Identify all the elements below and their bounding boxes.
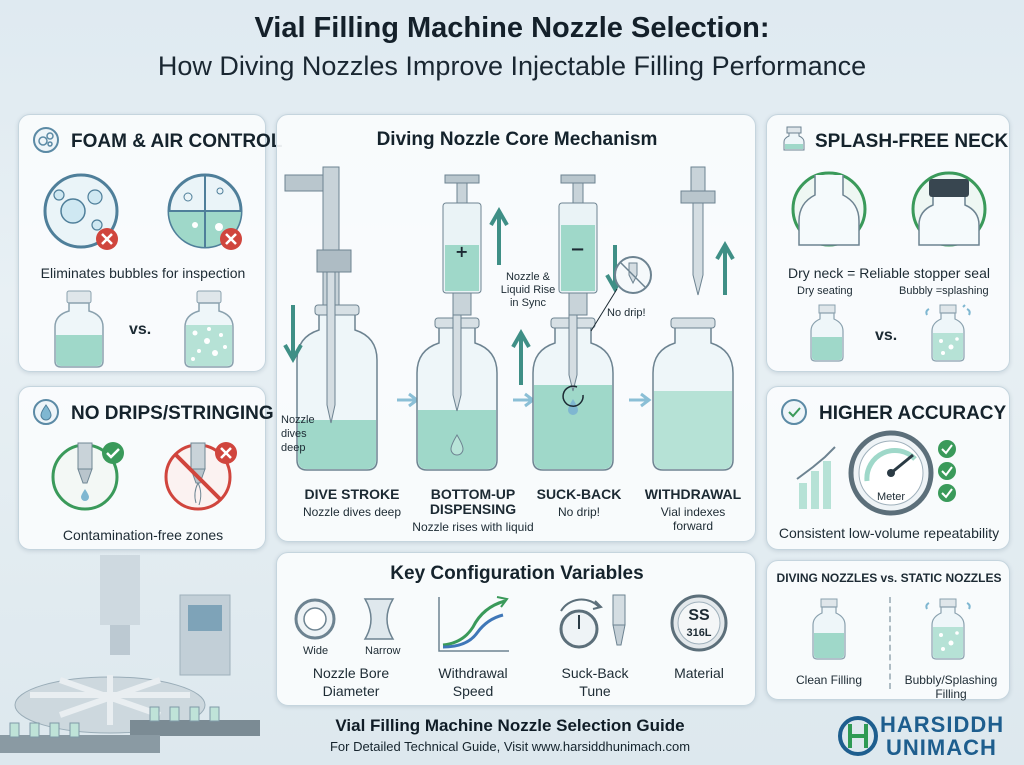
- bore-label-1: Nozzle Bore: [312, 665, 390, 681]
- config-variables-panel: Key Configuration Variables Wide Narrow …: [276, 552, 756, 706]
- logo-text-harsiddh: HARSIDDH: [880, 712, 1005, 737]
- bubbly-fill-vial-icon: [925, 598, 971, 660]
- stage-dive-sub: Nozzle dives deep: [302, 505, 402, 519]
- suckback-label-2: Tune: [579, 683, 611, 699]
- stage-dive-title: DIVE STROKE: [304, 486, 400, 502]
- withdrawal-label-2: Speed: [452, 683, 494, 699]
- bubbly-filling-label-1: Bubbly/Splashing: [904, 673, 998, 687]
- meter-label: Meter: [876, 491, 906, 503]
- splash-free-panel: SPLASH-FREE NECK Dry neck = Reliable sto…: [766, 114, 1010, 372]
- no-drip-note: No drip!: [607, 307, 646, 319]
- clear-vial-icon: [54, 290, 104, 368]
- mechanism-title: Diving Nozzle Core Mechanism: [376, 129, 658, 150]
- higher-accuracy-panel: HIGHER ACCURACY Meter Consistent low-vol…: [766, 386, 1010, 550]
- splash-vs-label: vs.: [875, 327, 898, 344]
- stage-suckback-title: SUCK-BACK: [536, 486, 622, 502]
- dry-seating-label: Dry seating: [797, 285, 853, 297]
- harsiddh-logo-icon: [838, 716, 878, 756]
- bubbly-vial-icon: [184, 290, 234, 368]
- drips-panel-title: NO DRIPS/STRINGING: [71, 403, 274, 424]
- ss-316l-badge: [670, 594, 728, 652]
- diving-vs-static-panel: DIVING NOZZLES vs. STATIC NOZZLES Clean …: [766, 560, 1010, 701]
- svg-text:−: −: [570, 239, 585, 260]
- bubbly-splashing-label: Bubbly =splashing: [899, 285, 989, 297]
- droplet-icon: [33, 399, 59, 425]
- footer-visit-link[interactable]: For Detailed Technical Guide, Visit www.…: [329, 739, 691, 754]
- footer-guide-title: Vial Filling Machine Nozzle Selection Gu…: [335, 716, 685, 735]
- config-title: Key Configuration Variables: [390, 563, 644, 584]
- splash-caption: Dry neck = Reliable stopper seal: [788, 265, 990, 281]
- splashing-vial-icon: [925, 304, 971, 362]
- accuracy-caption: Consistent low-volume repeatability: [778, 525, 1000, 541]
- stage-suckback-sub: No drip!: [557, 505, 601, 519]
- vial-top-icon: [783, 126, 805, 151]
- wide-label: Wide: [303, 645, 329, 657]
- material-label: Material: [674, 665, 724, 681]
- compare-divider: [889, 597, 891, 689]
- stage-dispensing-title: BOTTOM-UP DISPENSING: [429, 486, 517, 517]
- page-title: Vial Filling Machine Nozzle Selection:: [254, 12, 770, 44]
- bubbly-filling-label-2: Filling: [935, 687, 967, 701]
- withdrawal-label-1: Withdrawal: [438, 665, 508, 681]
- sync-note: Nozzle & Liquid Rise in Sync: [500, 271, 556, 309]
- compare-title: DIVING NOZZLES vs. STATIC NOZZLES: [776, 571, 1002, 585]
- clean-filling-label: Clean Filling: [795, 673, 863, 687]
- withdrawal-speed-chart-icon: [438, 596, 509, 652]
- splash-panel-title: SPLASH-FREE NECK: [815, 131, 1009, 152]
- svg-text:+: +: [455, 242, 468, 261]
- dry-vial-icon: [810, 304, 844, 362]
- bore-label-2: Diameter: [322, 683, 380, 699]
- page-subtitle: How Diving Nozzles Improve Injectable Fi…: [157, 51, 867, 81]
- stage-withdrawal-title: WITHDRAWAL: [644, 486, 742, 502]
- foam-air-control-panel: FOAM & AIR CONTROL Eliminates bubbles fo…: [18, 114, 282, 372]
- bubble-magnifier-icon: [43, 173, 243, 250]
- foam-vs-label: vs.: [129, 321, 152, 338]
- filling-machine-illustration: [0, 555, 260, 753]
- logo-text-unimach: UNIMACH: [886, 735, 997, 760]
- foam-panel-title: FOAM & AIR CONTROL: [71, 131, 283, 152]
- narrow-label: Narrow: [365, 645, 401, 657]
- dive-side-note: Nozzle dives deep: [281, 414, 315, 454]
- suckback-label-1: Suck-Back: [561, 665, 629, 681]
- no-drip-nozzle-icons: [51, 442, 237, 511]
- material-badge-ss: SS: [688, 607, 710, 624]
- stage-withdrawal-sub: Vial indexes forward: [660, 505, 726, 533]
- drips-caption: Contamination-free zones: [62, 527, 224, 543]
- no-drips-panel: NO DRIPS/STRINGING Contamination-free zo…: [18, 386, 274, 550]
- accuracy-gauge-icon: [796, 430, 956, 516]
- mechanism-diagram: + −: [283, 166, 735, 471]
- bubbles-icon: [33, 127, 59, 153]
- stage-dispensing-sub: Nozzle rises with liquid: [412, 520, 534, 534]
- accuracy-panel-title: HIGHER ACCURACY: [819, 403, 1007, 424]
- clean-fill-vial-icon: [812, 598, 846, 660]
- bore-diameter-icons: [294, 598, 395, 640]
- target-check-icon: [781, 399, 807, 425]
- core-mechanism-panel: Diving Nozzle Core Mechanism +: [276, 114, 756, 542]
- suck-back-dial-icon: [559, 594, 626, 649]
- neck-comparison-icons: [791, 171, 987, 247]
- material-badge-316l: 316L: [686, 627, 712, 639]
- foam-caption: Eliminates bubbles for inspection: [40, 265, 246, 281]
